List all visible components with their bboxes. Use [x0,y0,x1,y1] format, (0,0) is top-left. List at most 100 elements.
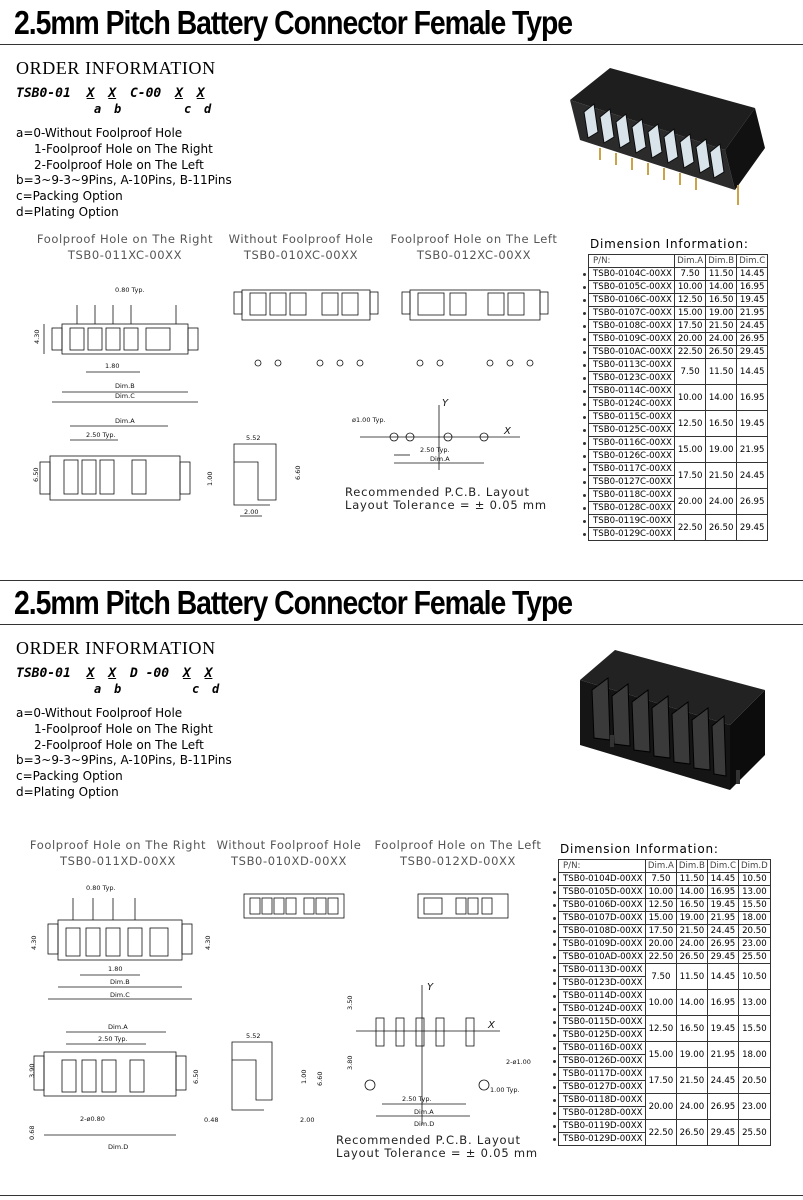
dimension-value-cell: 12.50 [644,1015,677,1042]
part-number-cell: TSB0-0115D-00XX [553,1015,646,1029]
dimension-value-cell: 12.50 [674,410,707,437]
table-header-cell: Dim.B [705,254,738,268]
code-mid: C-00 [129,86,162,101]
dim-label: 5.52 [246,1032,260,1040]
recommended-text: Recommended P.C.B. Layout [345,485,530,499]
code-x-a: X [86,666,95,681]
option-line: 2-Foolproof Hole on The Left [34,737,204,752]
option-line: b=3~9-3~9Pins, A-10Pins, B-11Pins [16,753,232,768]
dim-label: 4.30 [33,330,41,344]
view-title: Foolproof Hole on The Left [390,232,558,246]
part-number-cell: TSB0-010AC-00XX [583,345,676,359]
dim-label: 1.80 [105,362,119,370]
dimension-value-cell: 21.50 [705,319,738,333]
view-title: Without Foolproof Hole [228,232,374,246]
dimension-value-cell: 16.50 [705,410,738,437]
dimension-value-cell: 21.95 [706,1041,740,1068]
table-header-cell: Dim.B [675,859,708,873]
technical-drawing: 0.80 Typ. 4.30 1.80 Dim.B Dim.C Dim.A 2.… [32,286,549,517]
code-x-b: X [108,86,117,101]
dim-label: Dim.C [110,991,130,999]
view-title: Foolproof Hole on The Right [36,232,214,246]
dimension-value-cell: 24.00 [675,1093,708,1120]
code-prefix: TSB0-01 [16,666,71,681]
part-number-cell: TSB0-0127C-00XX [583,475,676,489]
dimension-value-cell: 18.00 [738,1041,771,1068]
dimension-value-cell: 7.50 [674,358,707,385]
part-number-cell: TSB0-0109D-00XX [553,937,646,951]
part-number-cell: TSB0-0106D-00XX [553,898,646,912]
section-c-type: 2.5mm Pitch Battery Connector Female Typ… [0,4,803,541]
code-x-a: X [86,86,95,101]
dimension-value-cell: 29.45 [706,1119,740,1146]
part-number-cell: TSB0-0118D-00XX [553,1093,646,1107]
dimension-value-cell: 24.45 [736,462,769,489]
option-line: 1-Foolproof Hole on The Right [34,721,213,736]
dim-label: 3.50 [346,996,354,1010]
page-title: 2.5mm Pitch Battery Connector Female Typ… [14,4,573,41]
part-number-cell: TSB0-0105C-00XX [583,280,676,294]
section-divider [0,580,803,581]
part-number-cell: TSB0-0129D-00XX [553,1132,646,1146]
technical-drawing: 0.80 Typ. 4.30 4.30 1.80 Dim.B Dim.C Dim… [28,884,531,1151]
part-number-cell: TSB0-0124C-00XX [583,397,676,411]
dimension-value-cell: 24.00 [705,488,738,515]
code-sub-c: c [184,102,192,116]
dimension-value-cell: 11.50 [705,358,738,385]
part-number-cell: TSB0-0117D-00XX [553,1067,646,1081]
dimension-value-cell: 21.95 [736,306,769,320]
dimension-value-cell: 13.00 [738,989,771,1016]
dim-label: 0.80 Typ. [86,884,116,892]
dimension-value-cell: 21.50 [675,1067,708,1094]
dimension-value-cell: 14.45 [706,963,740,990]
order-code: TSB0-01 X X D -00 X X a b c d [16,666,219,696]
dimension-value-cell: 25.50 [738,950,771,964]
view-label-none: Without Foolproof Hole TSB0-010XD-00XX [214,837,364,869]
code-sub-d: d [212,682,220,696]
recommended-text: Recommended P.C.B. Layout [336,1133,521,1147]
dim-label: Dim.A [108,1023,128,1031]
code-sub-a: a [94,682,102,696]
table-header-cell: Dim.C [736,254,769,268]
dimension-value-cell: 14.45 [706,872,740,886]
page-title: 2.5mm Pitch Battery Connector Female Typ… [14,584,573,621]
dimension-value-cell: 24.00 [705,332,738,346]
dimension-value-cell: 24.45 [706,1067,740,1094]
dimension-value-cell: 17.50 [644,924,677,938]
dimension-value-cell: 21.95 [706,911,740,925]
dimension-value-cell: 19.45 [736,293,769,307]
dimension-value-cell: 26.95 [736,488,769,515]
dim-label: Dim.B [110,978,130,986]
table-header-cell: Dim.C [706,859,740,873]
view-code: TSB0-010XC-00XX [243,248,359,262]
dimension-value-cell: 19.45 [736,410,769,437]
part-number-cell: TSB0-0125D-00XX [553,1028,646,1042]
part-number-cell: TSB0-0129C-00XX [583,527,676,541]
dim-label: Dim.A [430,455,450,463]
part-number-cell: TSB0-0128C-00XX [583,501,676,515]
part-number-cell: TSB0-0113D-00XX [553,963,646,977]
view-label-none: Without Foolproof Hole TSB0-010XC-00XX [226,231,376,263]
option-line: c=Packing Option [16,769,123,784]
code-prefix: TSB0-01 [16,86,71,101]
part-number-cell: TSB0-0116D-00XX [553,1041,646,1055]
dimension-value-cell: 26.50 [705,514,738,541]
dim-label: Dim.B [115,382,135,390]
dimension-value-cell: 25.50 [738,1119,771,1146]
dimension-value-cell: 7.50 [674,267,707,281]
section-d-type: 2.5mm Pitch Battery Connector Female Typ… [0,580,803,1180]
dimension-value-cell: 22.50 [674,514,707,541]
dimension-value-cell: 14.00 [675,885,708,899]
part-number-cell: TSB0-0118C-00XX [583,488,676,502]
dimension-value-cell: 15.00 [674,306,707,320]
